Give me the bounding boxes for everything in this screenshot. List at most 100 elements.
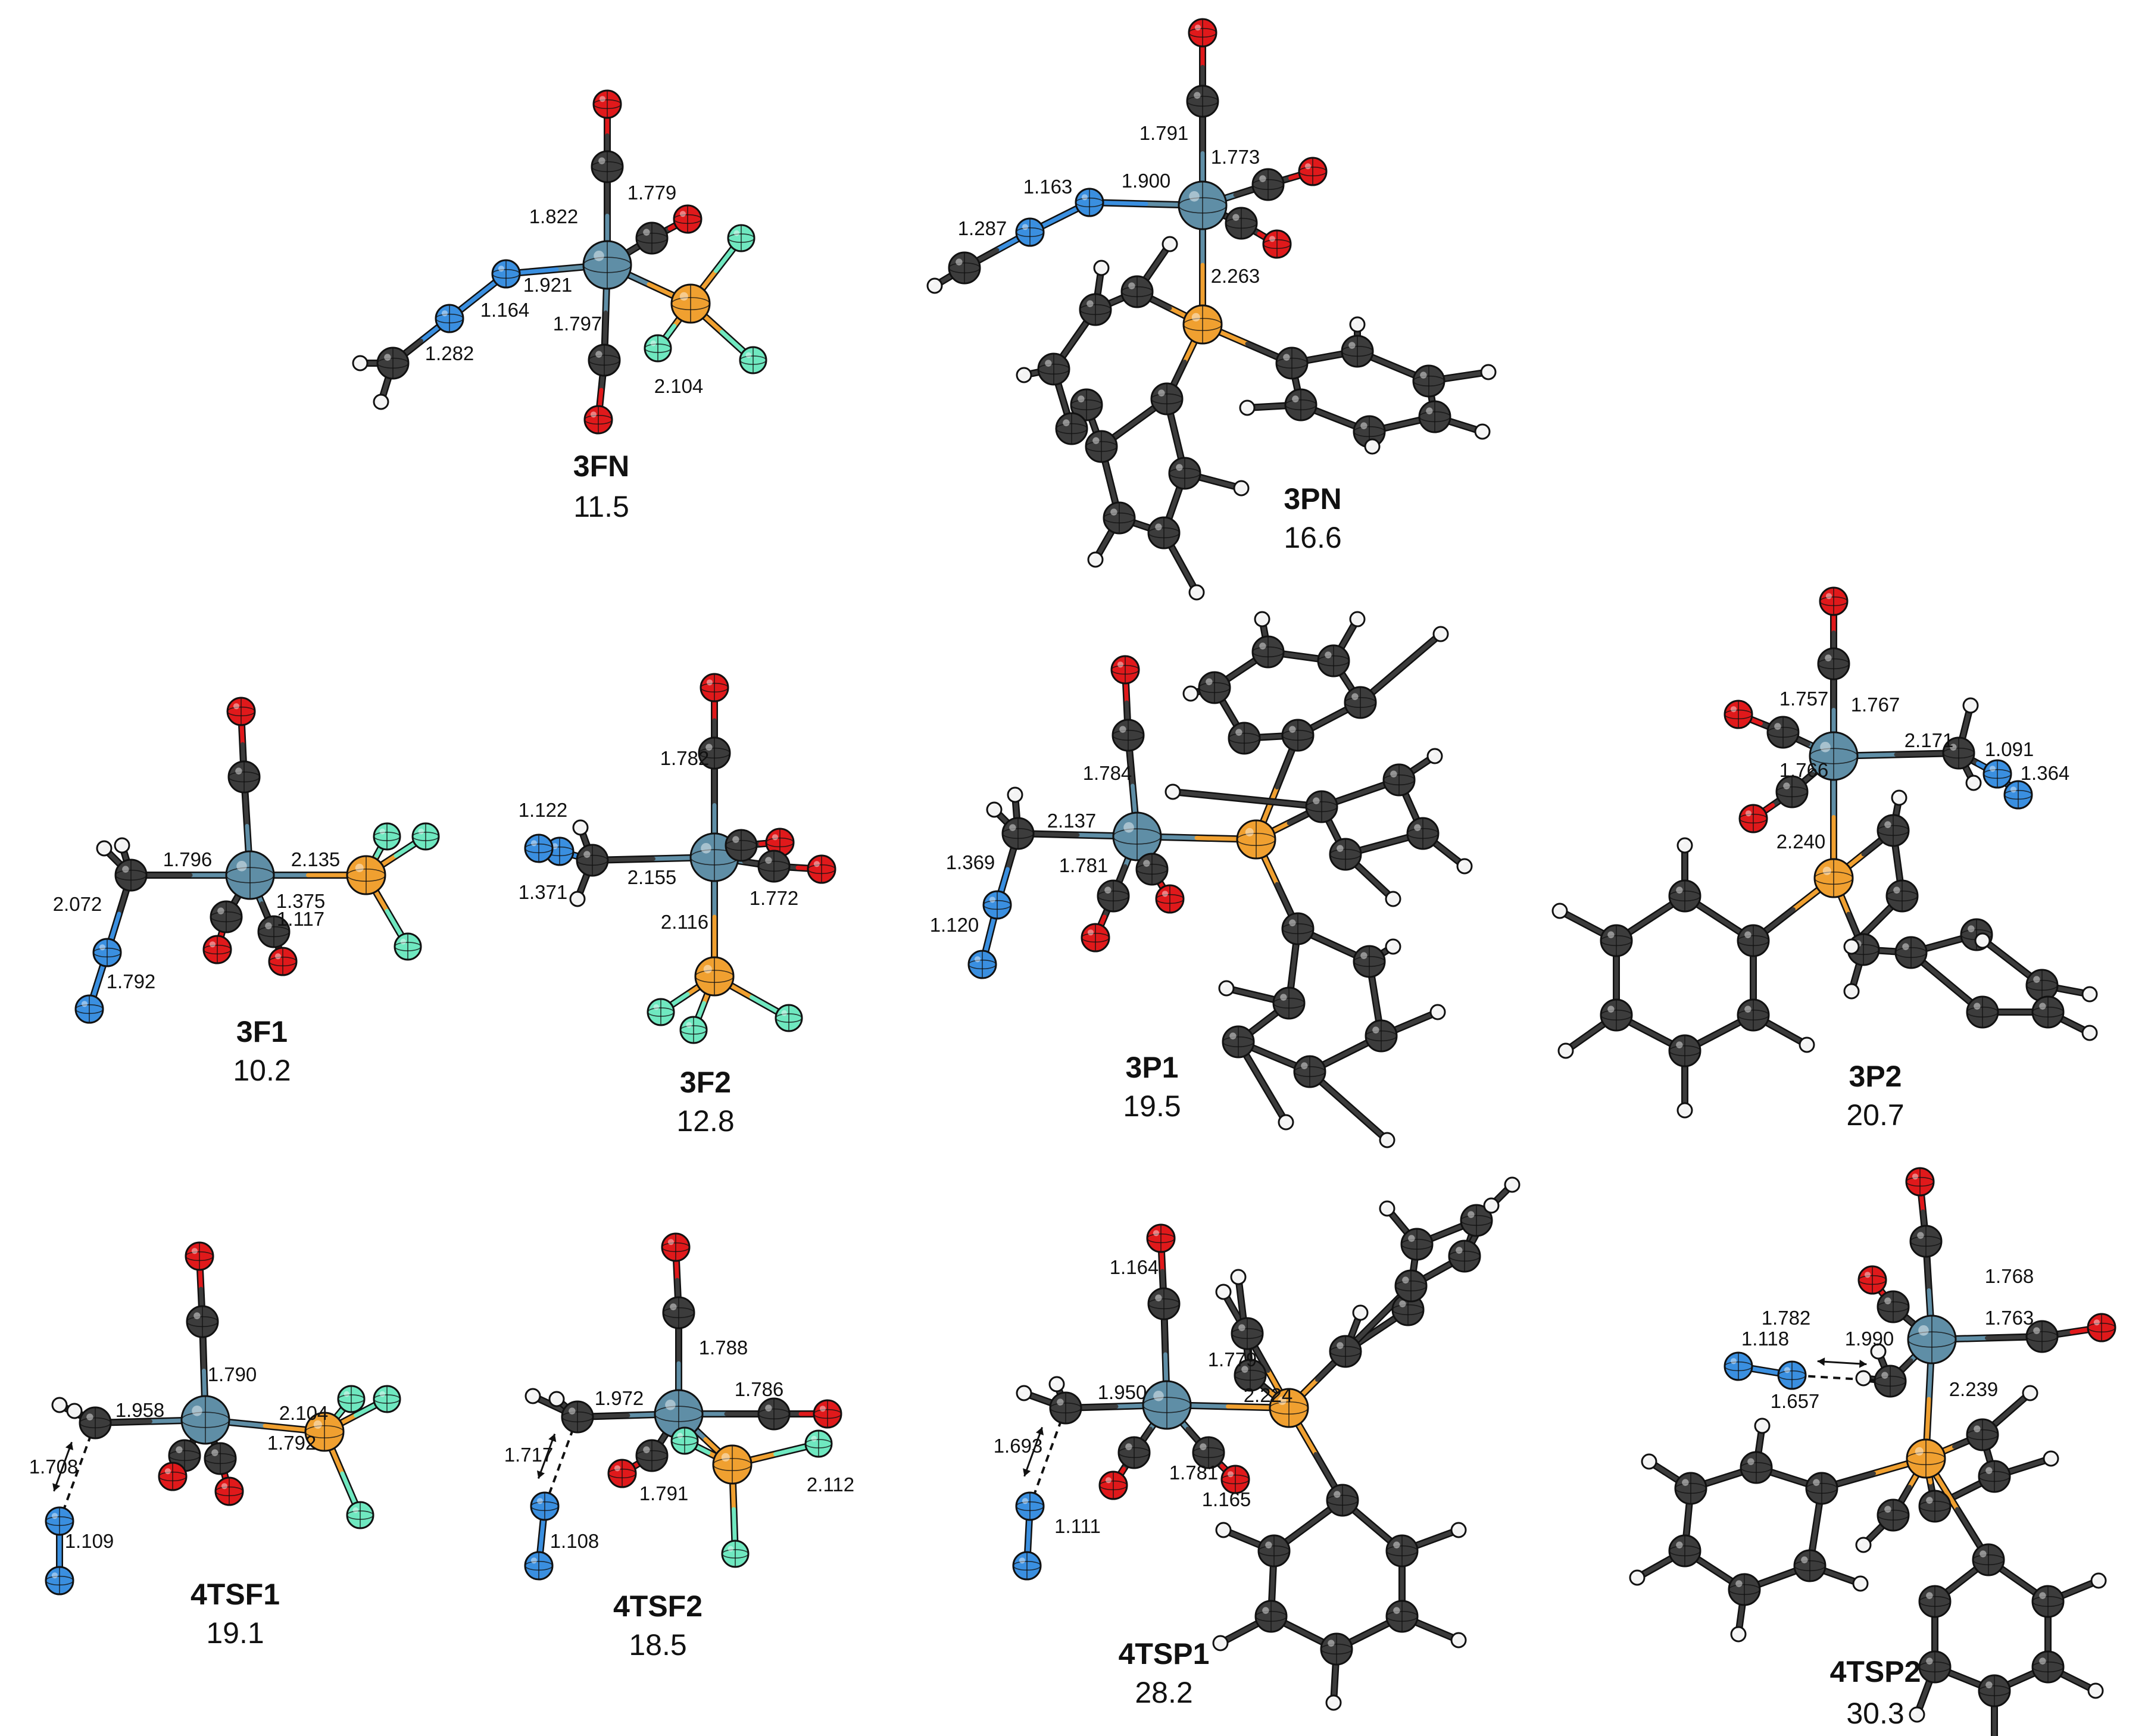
bond-length-label: 1.117: [277, 908, 324, 930]
carbon-atom: [588, 344, 621, 377]
carbon-atom: [1150, 382, 1184, 416]
phosphorus-atom: [1236, 819, 1276, 860]
bond-length-label: 1.773: [1211, 146, 1260, 168]
carbon-atom: [1281, 719, 1315, 752]
relative-energy: 19.1: [206, 1616, 264, 1650]
nitrogen-atom: [92, 938, 122, 967]
oxygen-atom: [607, 1459, 637, 1488]
oxygen-atom: [813, 1399, 842, 1429]
bond-length-label: 2.135: [291, 848, 341, 870]
arrow-head: [65, 1442, 74, 1451]
bond-length-label: 2.104: [279, 1402, 329, 1424]
carbon-atom: [1147, 1287, 1181, 1320]
hydrogen-atom: [352, 355, 369, 371]
carbon-atom: [662, 1296, 695, 1329]
hydrogen-atom: [2081, 1025, 2098, 1041]
bond-length-label: 2.224: [1244, 1384, 1293, 1406]
hydrogen-atom: [1483, 1197, 1500, 1214]
structure-name: 4TSP2: [1830, 1655, 1921, 1688]
carbon-atom: [1305, 790, 1338, 823]
carbon-atom: [948, 251, 981, 285]
phosphorus-atom: [1269, 1388, 1309, 1428]
bond-length-label: 1.788: [699, 1337, 748, 1359]
structure-name: 4TSF2: [613, 1590, 703, 1623]
fluorine-atom: [727, 224, 755, 252]
carbon-atom: [1793, 1549, 1827, 1582]
carbon-atom: [1112, 719, 1145, 752]
relative-energy: 30.3: [1846, 1697, 1904, 1730]
carbon-atom: [1400, 1228, 1434, 1261]
hydrogen-atom: [1450, 1522, 1467, 1538]
carbon-atom: [2031, 1585, 2065, 1618]
carbon-atom: [1103, 501, 1136, 535]
hydrogen-atom: [1218, 980, 1235, 997]
phosphorus-atom: [1906, 1438, 1946, 1479]
bond-length-label: 1.708: [29, 1456, 79, 1478]
nitrogen-atom: [1724, 1351, 1753, 1381]
carbon-atom: [757, 1397, 791, 1431]
oxygen-atom: [1262, 229, 1292, 259]
carbon-atom: [1885, 879, 1919, 913]
carbon-atom: [635, 221, 669, 255]
carbon-atom: [1418, 400, 1451, 433]
double-arrow: [1817, 1360, 1867, 1366]
bond-length-label: 1.792: [267, 1432, 317, 1454]
oxygen-atom: [765, 828, 795, 857]
carbon-atom: [1877, 814, 1910, 847]
arrow-head: [548, 1434, 557, 1442]
bond-length-label: 1.900: [1122, 170, 1171, 192]
metal-atom: [1178, 180, 1228, 230]
hydrogen-atom: [1164, 783, 1181, 800]
hydrogen-atom: [1239, 399, 1256, 416]
hydrogen-atom: [1093, 260, 1110, 276]
bond-length-label: 1.782: [660, 747, 710, 769]
carbon-atom: [1251, 635, 1285, 669]
dashed-bond: [1791, 1374, 1891, 1382]
carbon-atom: [114, 858, 148, 892]
carbon-atom: [1085, 430, 1118, 463]
hydrogen-atom: [1212, 1635, 1229, 1651]
bond-length-label: 1.163: [1023, 176, 1073, 198]
oxygen-atom: [700, 673, 729, 702]
hydrogen-atom: [114, 837, 130, 854]
phosphorus-atom: [304, 1412, 345, 1452]
carbon-atom: [1254, 1600, 1288, 1633]
metal-atom: [180, 1395, 230, 1445]
bond-length-label: 1.779: [1208, 1348, 1257, 1370]
bond-length-label: 2.239: [1949, 1378, 1999, 1400]
carbon-atom: [1231, 1317, 1264, 1350]
nitrogen-atom: [1075, 188, 1104, 217]
fluorine-atom: [679, 1016, 708, 1044]
oxygen-atom: [185, 1241, 214, 1271]
bond-length-label: 1.797: [553, 313, 602, 335]
structure-name: 4TSF1: [191, 1578, 280, 1611]
oxygen-atom: [1188, 18, 1217, 48]
hydrogen-atom: [2022, 1385, 2038, 1401]
metal-atom: [1907, 1315, 1957, 1365]
bond: [1346, 1104, 1390, 1142]
carbon-atom: [1049, 1391, 1082, 1425]
carbon-atom: [204, 1442, 237, 1475]
bond-length-label: 2.137: [1047, 810, 1097, 832]
hydrogen-atom: [1379, 1200, 1395, 1217]
carbon-atom: [1448, 1239, 1481, 1273]
bond: [1398, 632, 1443, 670]
fluorine-atom: [721, 1540, 750, 1568]
hydrogen-atom: [572, 819, 589, 836]
bond-length-label: 1.369: [946, 851, 995, 873]
carbon-atom: [1909, 1225, 1943, 1258]
hydrogen-atom: [96, 840, 113, 857]
carbon-atom: [1097, 879, 1130, 913]
hydrogen-atom: [373, 394, 389, 410]
hydrogen-atom: [51, 1397, 68, 1413]
hydrogen-atom: [926, 277, 943, 294]
nitrogen-atom: [524, 1551, 554, 1581]
nitrogen-atom: [491, 259, 521, 289]
hydrogen-atom: [524, 1388, 541, 1404]
hydrogen-atom: [1230, 1269, 1247, 1285]
carbon-atom: [257, 915, 291, 948]
carbon-atom: [1740, 1451, 1773, 1484]
carbon-atom: [1918, 1490, 1952, 1523]
hydrogen-atom: [1162, 236, 1178, 252]
